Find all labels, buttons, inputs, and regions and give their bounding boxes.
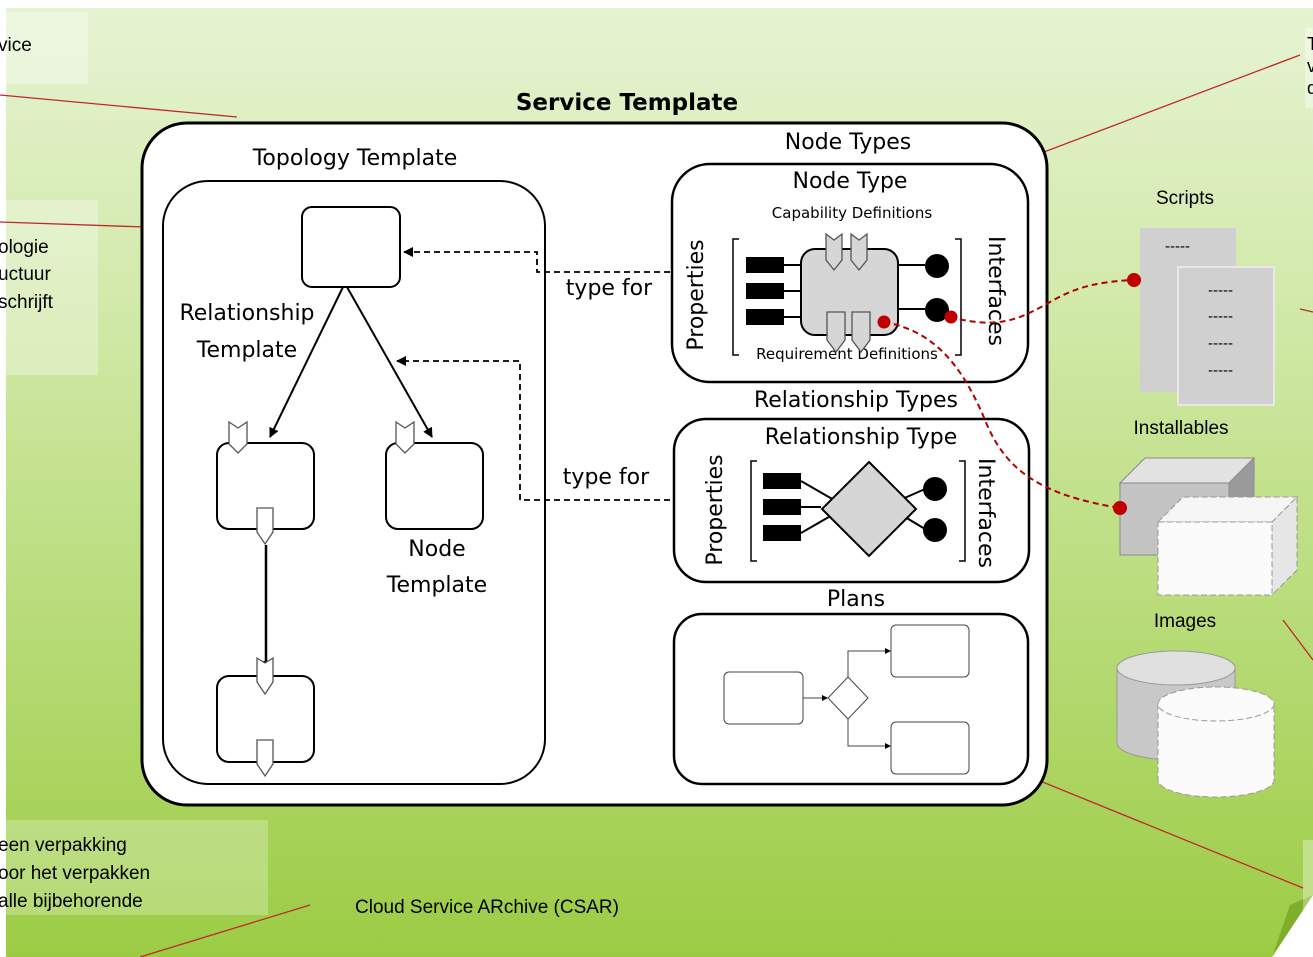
relationship-type-properties-label: Properties [703, 454, 728, 565]
type-for-link-node [403, 247, 670, 273]
relationship-type-title: Relationship Type [765, 425, 958, 450]
requirement-to-installable-link [883, 321, 1121, 509]
images-icon [1116, 650, 1275, 798]
script-line: ----- [1208, 362, 1233, 379]
relationship-template-label-2: Template [196, 338, 297, 363]
property-block [763, 525, 801, 541]
note-left-line-3: schrijft [0, 292, 54, 313]
requirement-definitions-label: Requirement Definitions [756, 345, 938, 363]
interface-dot [923, 518, 947, 542]
relationship-types-title: Relationship Types [754, 388, 958, 413]
note-left-line-2: uctuur [0, 264, 51, 285]
csar-label: Cloud Service ARchive (CSAR) [355, 897, 619, 918]
node-template-label-1: Node [408, 537, 465, 562]
installables-icon [1118, 456, 1299, 597]
callout-plans [995, 762, 1304, 889]
note-top-left: vice [0, 35, 32, 56]
relationship-diamond [820, 460, 918, 558]
properties-bracket [750, 460, 757, 562]
capability-definitions-label: Capability Definitions [772, 204, 933, 222]
node-type-properties-label: Properties [684, 239, 709, 350]
script-line: ----- [1208, 282, 1233, 299]
node-type-interfaces-label: Interfaces [983, 236, 1008, 346]
topology-template-box [162, 180, 546, 785]
node-template-right [385, 442, 484, 530]
callout-images [1282, 619, 1313, 661]
installables-label: Installables [1133, 418, 1228, 439]
node-type-shape [800, 248, 899, 336]
property-block [746, 309, 784, 325]
type-for-link-relationship [396, 356, 670, 501]
topology-template-title: Topology Template [252, 146, 458, 171]
note-bottom-line-3: alle bijbehorende [0, 891, 143, 912]
requirement-icon [851, 311, 871, 354]
plan-workflow [723, 624, 970, 775]
relationship-type-figure [750, 460, 966, 562]
images-label: Images [1154, 611, 1216, 632]
note-top-right-line-3: d [1307, 78, 1313, 98]
node-template-top [301, 206, 401, 288]
callout-csar [139, 904, 311, 957]
property-block [763, 473, 801, 489]
relationship-template-label-1: Relationship [179, 301, 314, 326]
script-line: ----- [1165, 238, 1190, 255]
type-for-label-2: type for [563, 465, 650, 490]
dependency-dot [1113, 501, 1127, 515]
interfaces-bracket [955, 238, 962, 356]
note-box-bottom-left [0, 820, 268, 915]
node-type-title: Node Type [793, 169, 908, 194]
relationship-type-interfaces-label: Interfaces [973, 458, 998, 568]
interface-dot [925, 254, 949, 278]
interfaces-bracket [959, 460, 966, 562]
plan-task [723, 671, 804, 725]
script-line: ----- [1208, 335, 1233, 352]
topology-connectors [228, 420, 415, 778]
node-template-label-2: Template [386, 573, 487, 598]
interface-dot [925, 298, 949, 322]
node-types-title: Node Types [785, 130, 911, 155]
callout-service-template [0, 94, 238, 118]
script-line: ----- [1208, 308, 1233, 325]
note-box-bottom-right [1303, 840, 1313, 910]
property-block [746, 283, 784, 299]
scripts-label: Scripts [1156, 188, 1214, 209]
script-page-front [1177, 266, 1275, 406]
dependency-dot [877, 315, 891, 329]
capability-icon [256, 656, 274, 696]
plan-task [890, 721, 970, 775]
note-box-top-left [0, 12, 88, 84]
type-for-label-1: type for [566, 276, 653, 301]
relationship-edge-left [269, 286, 344, 438]
scripts-icon [1140, 228, 1275, 406]
note-bottom-line-1: een verpakking [0, 835, 127, 856]
callout-artifacts [1299, 308, 1313, 313]
note-box-top-right [1305, 28, 1313, 108]
service-template-title: Service Template [516, 90, 738, 116]
capability-icon [228, 420, 248, 454]
note-bottom-line-2: oor het verpakken [0, 863, 150, 884]
property-block [746, 257, 784, 273]
requirement-icon [256, 507, 274, 546]
note-top-right-line-1: T [1307, 34, 1313, 54]
plan-task [890, 624, 970, 678]
requirement-icon [256, 739, 274, 778]
property-block [763, 499, 801, 515]
dependency-dot [1127, 273, 1141, 287]
requirement-icon [826, 311, 846, 354]
dependency-dot [944, 310, 958, 324]
note-box-left [0, 200, 98, 375]
plans-title: Plans [827, 587, 885, 612]
note-left-line-1: ologie [0, 237, 49, 258]
capability-icon [395, 420, 415, 454]
node-type-figure [732, 232, 962, 356]
relationship-edge-right [346, 286, 433, 438]
page-curl [1272, 895, 1313, 957]
properties-bracket [732, 238, 739, 356]
capability-icon [825, 232, 843, 272]
note-top-right-line-2: v [1307, 56, 1313, 76]
interface-dot [923, 477, 947, 501]
capability-icon [850, 232, 868, 272]
